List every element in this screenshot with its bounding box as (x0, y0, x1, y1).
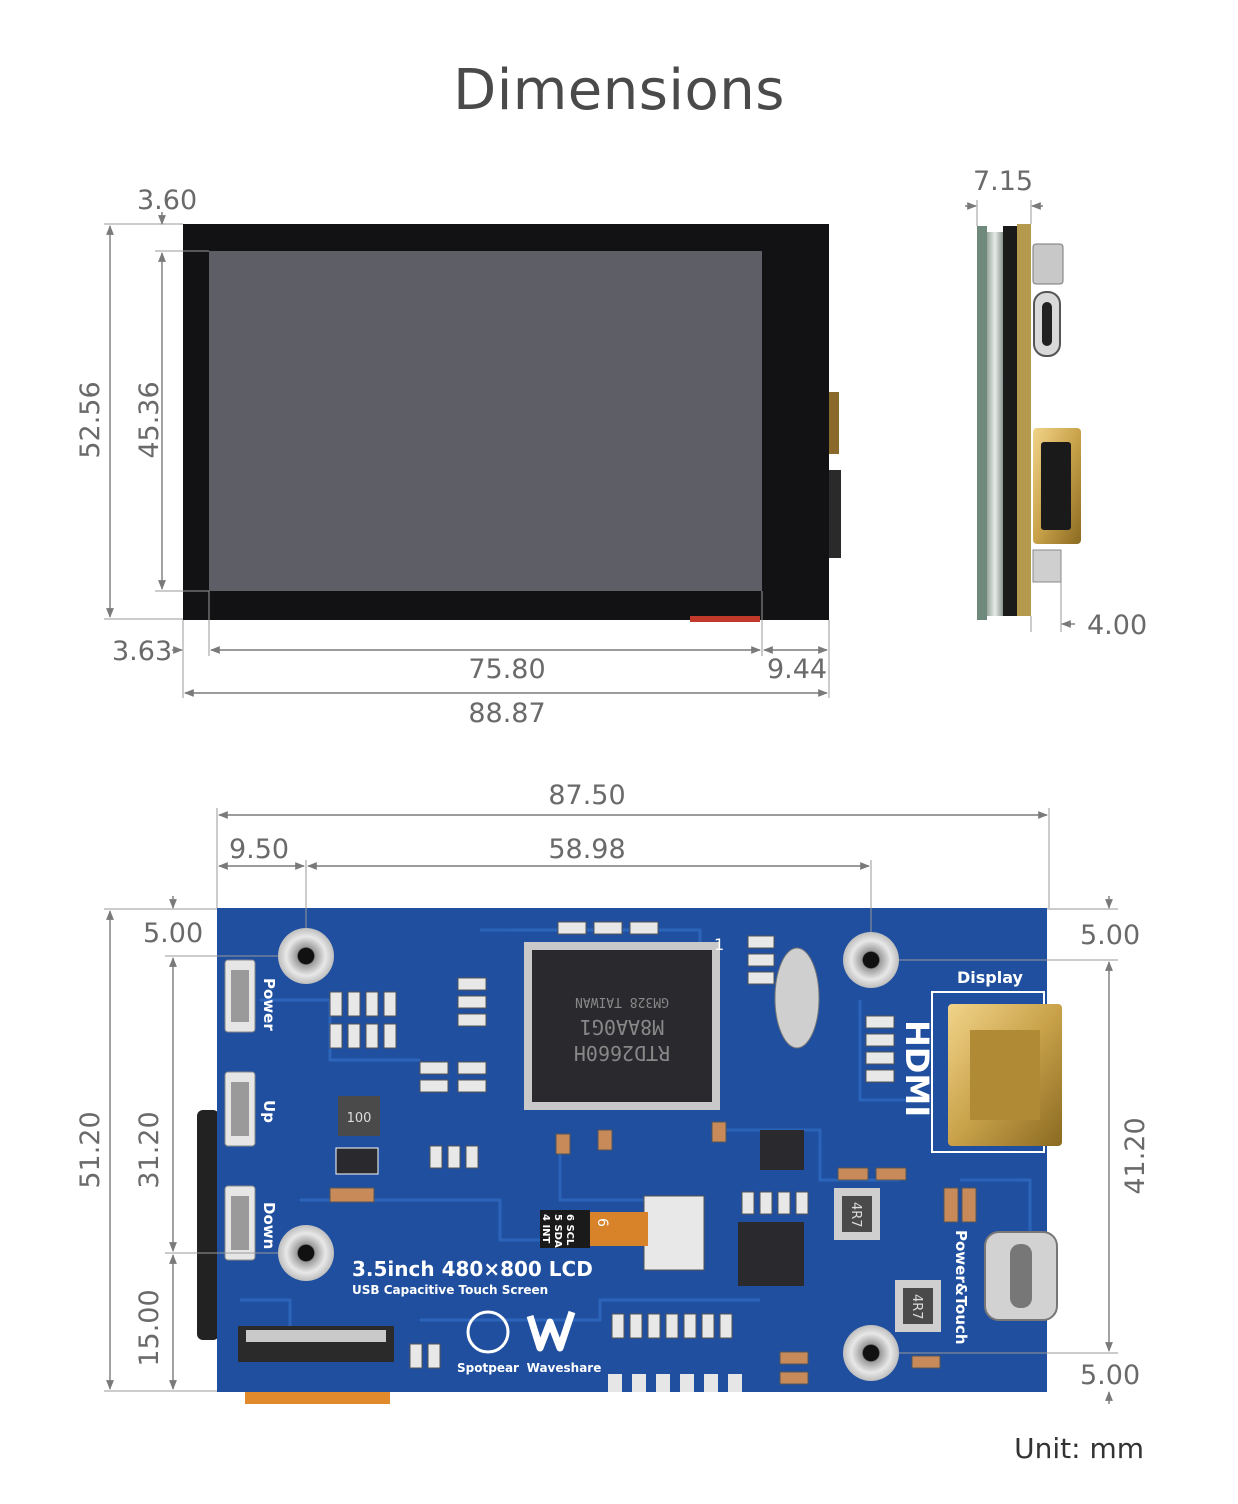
up-button-group: Up (224, 1071, 278, 1147)
side-bottom-block (1032, 549, 1062, 583)
dim-right-hole-spacing: 41.20 (1120, 1117, 1151, 1194)
mount-hole-top-left (278, 928, 334, 984)
side-pcb (1003, 226, 1017, 616)
side-usb-block (1032, 243, 1064, 285)
brand-waveshare: Waveshare (527, 1361, 602, 1375)
touch-fpc-connector (643, 1195, 705, 1271)
power-button-label: Power (260, 978, 278, 1031)
dim-top-right-hole: 5.00 (1080, 920, 1140, 951)
side-cable-left (197, 1110, 219, 1340)
dim-left-hole-spacing: 31.20 (134, 1111, 165, 1188)
ic-driver (738, 1222, 804, 1286)
side-lcd (987, 232, 1003, 616)
screen-active-area (209, 251, 762, 591)
side-pcb-edge (1017, 224, 1031, 616)
fpc-label-scl: 6 SCL (564, 1214, 575, 1246)
main-chip (532, 950, 712, 1102)
usbc-inner (1010, 1244, 1032, 1308)
side-hdmi-inner (1041, 442, 1071, 530)
inductor-4r7-1-label: 4R7 (848, 1202, 863, 1228)
waveshare-logo: Waveshare (527, 1310, 602, 1375)
mount-hole-top-right (843, 932, 899, 988)
inductor-4r7-2-label: 4R7 (909, 1294, 924, 1320)
back-view: Power Up Down RTD2660H M8AA0G1 GM328 TAI… (75, 780, 1151, 1404)
power-button-group: Power (224, 959, 278, 1033)
product-subtitle: USB Capacitive Touch Screen (352, 1283, 548, 1297)
touch-fpc-header (540, 1210, 590, 1248)
down-button-group: Down (224, 1185, 278, 1261)
hdmi-logo: HDMI (898, 1020, 936, 1117)
dim-bottom-offset: 4.00 (1087, 610, 1147, 641)
dim-back-total-height: 51.20 (75, 1111, 106, 1188)
page-title: Dimensions (453, 58, 785, 123)
product-title: 3.5inch 480×800 LCD (352, 1257, 593, 1281)
chip-text-1: RTD2660H (574, 1041, 670, 1065)
side-view: 7.15 4.00 (965, 166, 1147, 641)
chip-text-2: M8AA0G1 (580, 1015, 664, 1039)
mount-hole-bottom-left (278, 1225, 334, 1281)
dim-top-left-hole: 5.00 (143, 918, 203, 949)
mount-hole-bottom-right (843, 1325, 899, 1381)
dim-top-border: 3.60 (137, 185, 197, 216)
dim-bottom-border: 3.63 (112, 636, 172, 667)
brand-spotpear: Spotpear (457, 1361, 519, 1375)
touch-fpc-cable (588, 1212, 648, 1246)
side-glass (977, 226, 987, 620)
fpc-pin-6: 6 (594, 1218, 610, 1227)
down-button-label: Down (260, 1202, 278, 1249)
dim-back-total-width: 87.50 (548, 780, 625, 811)
side-button-edge-2 (829, 470, 841, 558)
chip-text-3: GM328 TAIWAN (575, 994, 669, 1009)
ic-small-1 (760, 1130, 804, 1170)
inductor-100 (338, 1096, 380, 1136)
up-button-label: Up (260, 1100, 278, 1123)
ic-regulator (335, 1147, 379, 1175)
fpc-tab (690, 616, 760, 622)
dim-bottom-left-hole: 15.00 (134, 1289, 165, 1366)
spotpear-logo: Spotpear (457, 1310, 519, 1375)
dim-hole-spacing: 58.98 (548, 834, 625, 865)
dim-bottom-right-hole: 5.00 (1080, 1360, 1140, 1391)
dim-left-hole-offset: 9.50 (229, 834, 289, 865)
fpc-label-int: 4 INT (540, 1214, 551, 1244)
unit-label: Unit: mm (1014, 1432, 1144, 1465)
crystal-oscillator (774, 947, 820, 1049)
chip-pin-1-marker: 1 (714, 935, 724, 954)
fpc-label-sda: 5 SDA (552, 1214, 563, 1248)
dim-right-border: 9.44 (767, 654, 827, 685)
display-port-label: Display (957, 968, 1024, 987)
side-button-edge-1 (829, 392, 839, 454)
dim-total-height: 52.56 (75, 381, 106, 458)
front-view: 3.60 52.56 45.36 3.63 75.80 9.44 88.87 (75, 185, 841, 729)
hdmi-inner (970, 1030, 1040, 1120)
dim-active-height: 45.36 (134, 381, 165, 458)
power-touch-label: Power&Touch (952, 1230, 970, 1345)
dim-active-width: 75.80 (468, 654, 545, 685)
side-usbc-inner (1042, 302, 1052, 346)
dim-total-width: 88.87 (468, 698, 545, 729)
inductor-100-label: 100 (347, 1111, 372, 1126)
dim-thickness: 7.15 (973, 166, 1033, 197)
